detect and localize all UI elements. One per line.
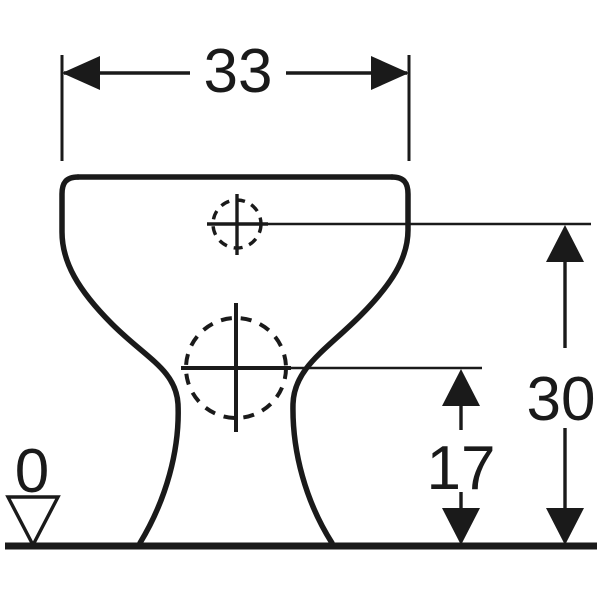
width-arrowhead-right-icon bbox=[371, 56, 409, 90]
toilet-body-outline bbox=[59, 174, 411, 546]
datum-triangle-icon bbox=[5, 495, 61, 549]
overall-height-dimension-group: 30 bbox=[527, 225, 596, 545]
overall-height-dimension-label: 30 bbox=[527, 365, 596, 434]
trap-height-dimension-group: 17 bbox=[427, 369, 496, 545]
upper-connection-feature bbox=[207, 194, 268, 255]
toilet-right-profile bbox=[290, 174, 411, 546]
datum-label: 0 bbox=[15, 437, 49, 506]
width-dimension-label: 33 bbox=[204, 37, 273, 106]
lower-outlet-feature bbox=[181, 303, 291, 432]
width-dimension-group: 33 bbox=[60, 37, 411, 161]
trap-height-arrowhead-bottom-icon bbox=[442, 508, 480, 545]
width-arrowhead-left-icon bbox=[62, 56, 100, 90]
toilet-left-profile bbox=[59, 174, 181, 546]
trap-height-arrowhead-top-icon bbox=[442, 369, 480, 406]
overall-height-arrowhead-top-icon bbox=[546, 225, 584, 262]
reference-lines-group bbox=[268, 222, 591, 370]
trap-height-dimension-label: 17 bbox=[427, 434, 496, 503]
overall-height-arrowhead-bottom-icon bbox=[546, 508, 584, 545]
datum-marker-group: 0 bbox=[5, 437, 61, 549]
